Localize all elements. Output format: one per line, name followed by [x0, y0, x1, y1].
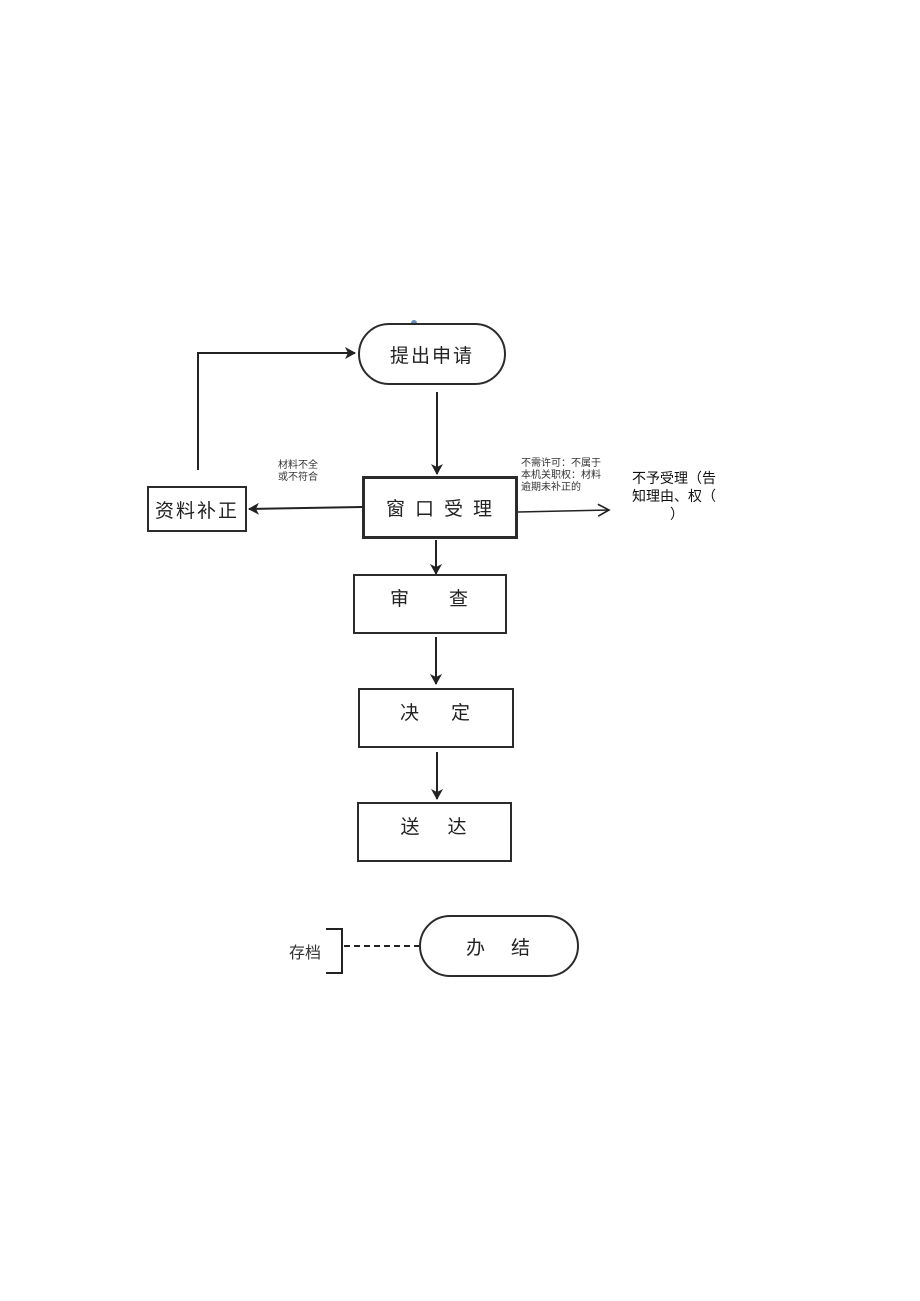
delivery-node: 送 达 — [357, 802, 512, 862]
submit-application-node: 提出申请 — [358, 323, 506, 385]
reject-reason-line-1: 不需许可：不属于 — [521, 458, 601, 469]
reject-reason-line-3: 逾期未补正的 — [521, 482, 581, 493]
supplement-materials-node: 资料补正 — [147, 486, 247, 532]
arrow-supplement-to-submit — [197, 347, 356, 470]
supplement-materials-label: 资料补正 — [154, 499, 239, 522]
reject-outcome-line-2: 知理由、权（ — [632, 489, 716, 505]
archive-label: 存档 — [289, 943, 322, 962]
decision-label: 决 定 — [399, 702, 473, 724]
window-accept-node: 窗 口 受 理 — [362, 476, 518, 539]
reject-outcome-line-3: ） — [670, 507, 684, 523]
reject-outcome-line-1: 不予受理（告 — [632, 471, 716, 487]
archive-bracket — [326, 928, 343, 974]
arrow-window-to-reject — [517, 503, 611, 517]
review-label: 审 查 — [389, 588, 471, 610]
arrow-window-to-supplement — [248, 502, 363, 515]
window-accept-label: 窗 口 受 理 — [385, 498, 495, 520]
incomplete-materials-note: 材料不全 或不符合 — [278, 460, 318, 484]
review-node: 审 查 — [353, 574, 507, 634]
reject-outcome-text: 不予受理（告 知理由、权（ ） — [632, 470, 716, 524]
incomplete-note-line-2: 或不符合 — [278, 472, 318, 483]
reject-reason-line-2: 本机关职权：材料 — [521, 470, 601, 481]
submit-application-label: 提出申请 — [389, 344, 474, 367]
reject-reason-note: 不需许可：不属于 本机关职权：材料 逾期未补正的 — [521, 458, 601, 494]
incomplete-note-line-1: 材料不全 — [278, 460, 318, 471]
decision-node: 决 定 — [358, 688, 514, 748]
complete-node: 办 结 — [419, 915, 579, 977]
complete-label: 办 结 — [465, 936, 533, 959]
delivery-label: 送 达 — [400, 816, 469, 838]
